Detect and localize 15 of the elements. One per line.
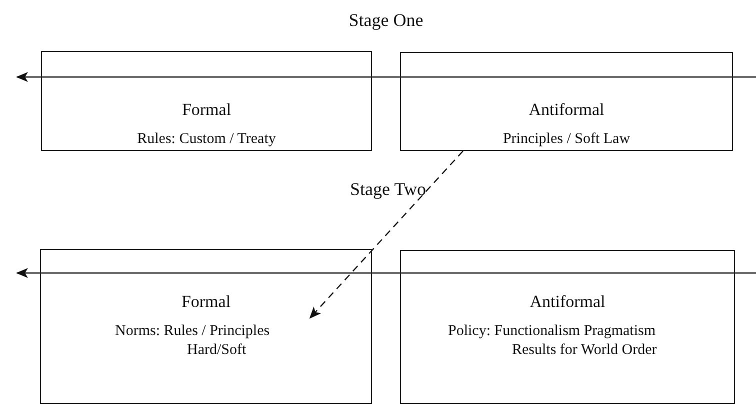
box-text: Norms: Rules / Principles Hard/Soft bbox=[115, 322, 271, 360]
box-heading: Antiformal bbox=[530, 292, 606, 312]
stage-label: Stage Two bbox=[350, 179, 426, 200]
stage-label: Stage One bbox=[348, 10, 424, 31]
box-text: Policy: Functionalism Pragmatism Results for World Order bbox=[448, 322, 658, 360]
box-text: Rules: Custom / Treaty bbox=[137, 130, 276, 149]
process-box bbox=[400, 250, 735, 404]
box-heading: Antiformal bbox=[528, 100, 604, 120]
process-box bbox=[400, 52, 733, 151]
dashed-arrow bbox=[309, 150, 464, 319]
box-text: Principles / Soft Law bbox=[502, 130, 630, 149]
process-box bbox=[40, 249, 372, 404]
process-box bbox=[41, 51, 372, 151]
box-heading: Formal bbox=[182, 100, 232, 120]
box-heading: Formal bbox=[181, 292, 231, 312]
